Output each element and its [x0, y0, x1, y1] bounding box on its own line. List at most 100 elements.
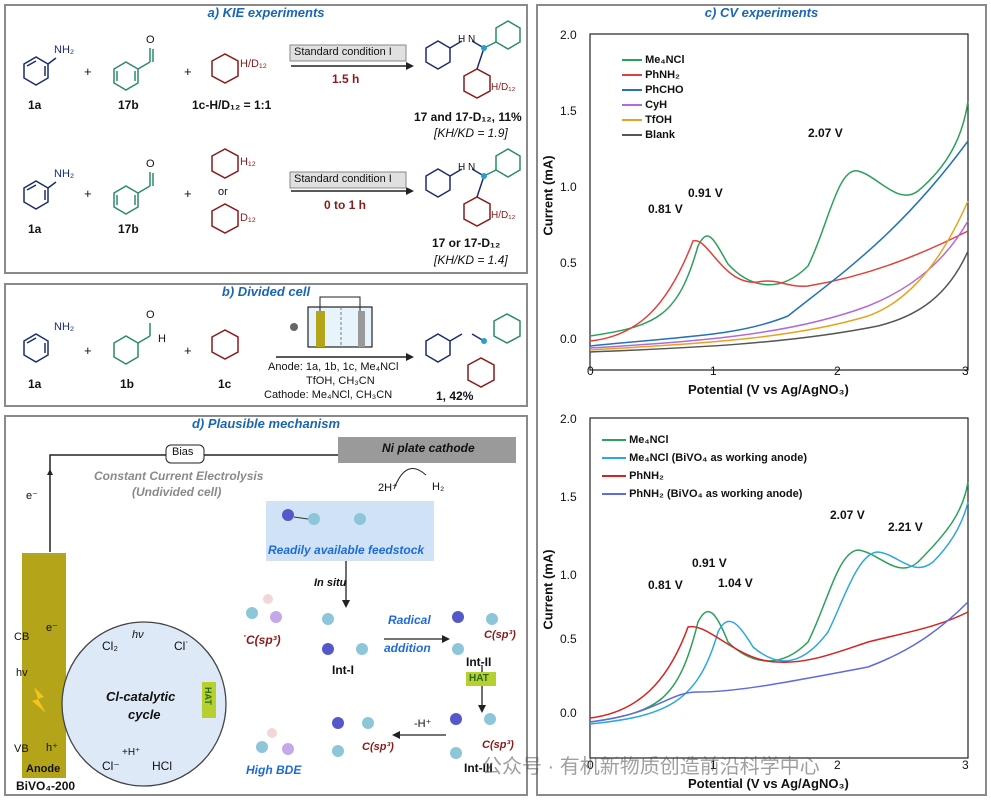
radical-label: Radical	[388, 613, 431, 627]
cv-top-curves	[589, 100, 969, 353]
plus-sign: +	[184, 343, 192, 358]
product-imine-icon	[332, 717, 374, 757]
vb-label: VB	[14, 743, 29, 755]
watermark-text: 公众号 · 有机新物质创造前沿科学中心	[482, 756, 820, 778]
cycle-label: Cl-catalytic	[106, 689, 176, 704]
cycle-label-2: cycle	[128, 707, 161, 722]
benzaldehyde-structure-2	[113, 172, 154, 215]
plus-sign: +	[84, 343, 92, 358]
cv-bottom-ytick: 2.0	[560, 412, 577, 426]
cv-chart-top	[589, 33, 969, 371]
cl-radical-label: Cl˙	[174, 639, 190, 653]
product-hd12-label-2: H/D₁₂	[491, 210, 516, 221]
cv-bottom-xtick: 2	[834, 758, 841, 772]
cv-top-xtick: 1	[710, 364, 717, 378]
cv-top-ytick: 0.5	[560, 256, 577, 270]
plus-sign: +	[184, 186, 192, 201]
kie-value-2: [KH/KD = 1.4]	[434, 253, 508, 267]
product-yield-1: 17 and 17-D₁₂, 11%	[414, 110, 522, 124]
legend-item: PhNH₂	[622, 69, 685, 81]
cv-top-ytick: 1.5	[560, 104, 577, 118]
o-label-2: O	[146, 158, 155, 170]
h12-label: H₁₂	[240, 156, 256, 168]
reagent-17b-2: 17b	[118, 222, 139, 236]
panel-b-scheme	[23, 296, 521, 388]
product-yield-2: 17 or 17-D₁₂	[432, 236, 501, 250]
product-hd12-label: H/D₁₂	[491, 82, 516, 93]
int-ii-icon	[452, 611, 498, 655]
legend-item: Me₄NCl	[602, 434, 807, 446]
cv-bottom-annotation: 1.04 V	[718, 576, 753, 590]
cathode-conditions: Cathode: Me₄NCl, CH₃CN	[264, 389, 393, 401]
cv-top-xtick: 2	[834, 364, 841, 378]
reagent-17b: 17b	[118, 98, 139, 112]
electron-label: e⁻	[26, 490, 38, 502]
panel-b-divided-cell: b) Divided cell NH₂ + + O H 1	[4, 283, 528, 407]
minus-h-label: -H⁺	[414, 718, 432, 730]
hd12-label: H/D₁₂	[240, 58, 267, 70]
cv-bottom-xtick: 1	[710, 758, 717, 772]
d12-label: D₁₂	[240, 212, 256, 224]
int-i-label: Int-I	[332, 663, 354, 677]
plus-sign: +	[84, 64, 92, 79]
radical-csp3-icon	[246, 594, 282, 623]
csp3-radical-label: ˙C(sp³)	[242, 633, 281, 647]
aniline-structure-1	[23, 56, 57, 86]
int-iii-icon	[450, 713, 496, 759]
legend-item: Me₄NCl (BiVO₄ as working anode)	[602, 452, 807, 464]
cv-top-annotation: 0.81 V	[648, 202, 683, 216]
nh2-label-b: NH₂	[54, 321, 75, 333]
reagent-1b: 1b	[120, 377, 135, 391]
legend-item: PhCHO	[622, 84, 685, 96]
cce-label-2: (Undivided cell)	[132, 485, 222, 499]
or-label: or	[218, 186, 228, 198]
cv-bottom-annotation: 0.81 V	[648, 578, 683, 592]
cv-top-ytick: 2.0	[560, 28, 577, 42]
reagent-1a-b: 1a	[28, 377, 42, 391]
cv-bottom-annotation: 0.91 V	[692, 556, 727, 570]
anode-conditions-2: TfOH, CH₃CN	[306, 375, 375, 387]
electron-cb-label: e⁻	[46, 622, 58, 634]
panel-a-title: a) KIE experiments	[207, 5, 325, 20]
kie-value-1: [KH/KD = 1.9]	[434, 126, 508, 140]
o-label-1: O	[146, 34, 155, 46]
legend-item: Me₄NCl	[622, 54, 685, 66]
cce-label: Constant Current Electrolysis	[94, 469, 264, 483]
nh2-label-2: NH₂	[54, 168, 75, 180]
benzaldehyde-structure-1	[113, 48, 154, 91]
cyclohexane-structure-1	[211, 53, 239, 84]
product-yield-b: 1, 42%	[436, 389, 474, 403]
cv-top-xtick: 0	[587, 364, 594, 378]
plus-sign: +	[84, 186, 92, 201]
reagent-1a-2: 1a	[28, 222, 42, 236]
plus-sign: +	[184, 64, 192, 79]
panel-d-mechanism: d) Plausible mechanism	[4, 415, 528, 796]
hat-label-cycle: HAT	[203, 687, 213, 705]
cv-top-ylabel: Current (mA)	[540, 155, 556, 236]
reagent-1c-ratio: 1c-H/D₁₂ = 1:1	[192, 98, 272, 112]
bias-label: Bias	[172, 446, 194, 458]
chloride-label: Cl⁻	[102, 759, 120, 773]
legend-item: TfOH	[622, 114, 685, 126]
cv-bottom-annotation: 2.21 V	[888, 520, 923, 534]
cv-bottom-xlabel: Potential (V vs Ag/AgNO₃)	[688, 776, 849, 791]
time-label-2: 0 to 1 h	[324, 198, 367, 212]
csp3-int2-label: C(sp³)	[484, 629, 516, 641]
legend-item: PhNH₂	[602, 470, 807, 482]
nh-label-1: H N	[458, 34, 476, 45]
feedstock-label: Readily available feedstock	[268, 543, 425, 557]
panel-c-cv: c) CV experiments Current (mA) Potential…	[536, 4, 987, 796]
condition-label-1: Standard condition I	[294, 46, 392, 58]
cathode-label: Ni plate cathode	[382, 441, 475, 455]
cl2-label: Cl₂	[102, 639, 118, 653]
legend-item: Blank	[622, 129, 685, 141]
cv-top-legend: Me₄NCl PhNH₂ PhCHO CyH TfOH Blank	[622, 54, 685, 141]
panel-d-title: d) Plausible mechanism	[191, 416, 341, 431]
cv-bottom-ytick: 1.0	[560, 568, 577, 582]
cyclohexane-d12-structure	[211, 203, 239, 234]
addition-label: addition	[384, 641, 431, 655]
hcl-label: HCl	[152, 759, 172, 773]
cv-bottom-curves	[589, 481, 969, 725]
cv-bottom-ytick: 0.5	[560, 632, 577, 646]
h-plus-label: 2H⁺	[378, 482, 398, 494]
